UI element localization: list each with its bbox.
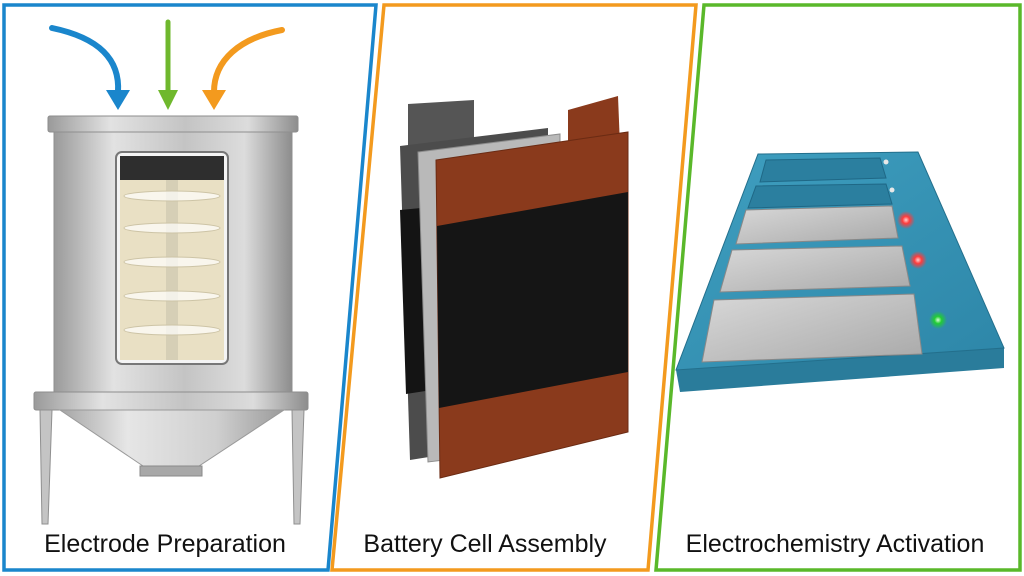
panel-frame-electrochemistry-activation [654, 3, 1022, 572]
indicator-light-off [883, 159, 889, 165]
mixer-illustration [33, 19, 309, 525]
mixer-leg-right [291, 409, 305, 525]
battery-cells [701, 205, 923, 363]
caption-electrochemistry-activation: Electrochemistry Activation [685, 529, 985, 558]
indicator-light-red [909, 251, 927, 269]
input-arrowhead-orange [202, 90, 226, 110]
caption-electrode-preparation: Electrode Preparation [44, 529, 286, 558]
mixer-window-dark [120, 156, 224, 180]
input-arrowhead-blue [106, 90, 130, 110]
caption-battery-cell-assembly: Battery Cell Assembly [363, 529, 607, 558]
battery-cell [719, 245, 911, 293]
formation-tray-illustration [675, 151, 1005, 392]
battery-cell [735, 205, 899, 245]
input-arrow-orange [211, 27, 285, 95]
anode-tab [408, 100, 474, 146]
status-indicator-lights [883, 159, 947, 329]
mixer-paddles [123, 190, 221, 336]
cell-stack-illustration [400, 96, 629, 479]
tray-side [676, 348, 1004, 392]
mixer-outlet [139, 465, 203, 477]
input-arrowhead-green [158, 90, 178, 110]
mixer-leg-left [39, 409, 53, 525]
panel-frame-battery-cell-assembly [330, 3, 698, 572]
tray-slots [747, 157, 893, 209]
input-arrow-blue [49, 25, 122, 95]
panel-frame-electrode-preparation [2, 3, 378, 572]
indicator-light-green [929, 311, 947, 329]
indicator-light-off [889, 187, 895, 193]
battery-cell [701, 293, 923, 363]
cathode-coating [437, 192, 628, 408]
indicator-light-red [897, 211, 915, 229]
